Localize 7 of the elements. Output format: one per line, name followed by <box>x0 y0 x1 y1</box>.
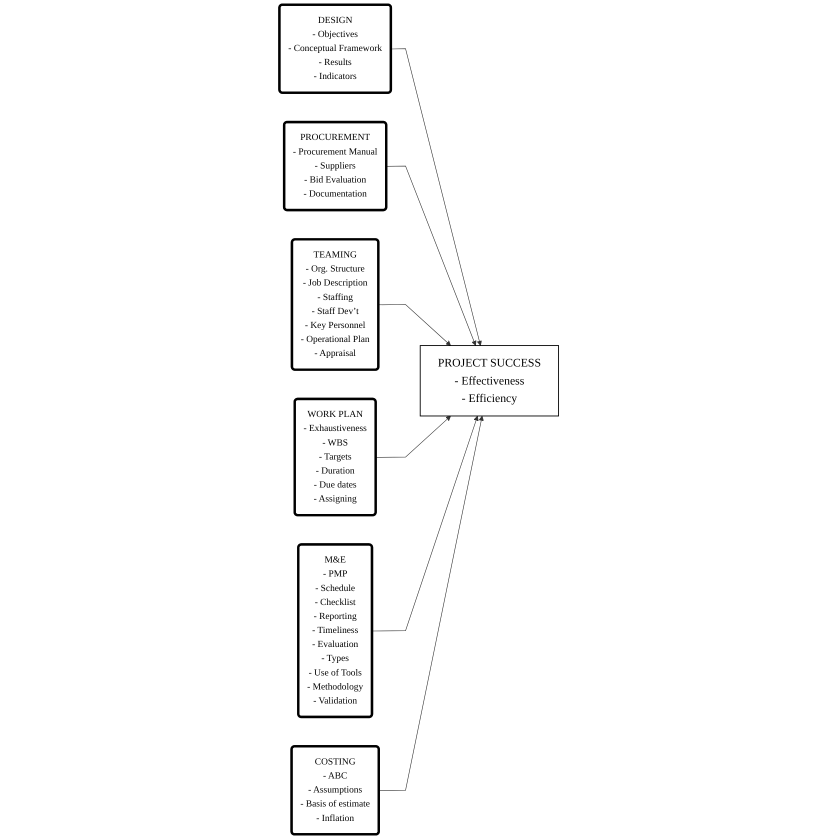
arrow <box>378 416 484 791</box>
arrow <box>376 416 451 458</box>
arrow <box>390 48 482 346</box>
arrow <box>386 166 476 346</box>
arrow <box>378 304 451 346</box>
arrow <box>372 416 479 632</box>
node-box: PROJECT SUCCESS - Effectiveness - Efficiency <box>420 345 560 416</box>
